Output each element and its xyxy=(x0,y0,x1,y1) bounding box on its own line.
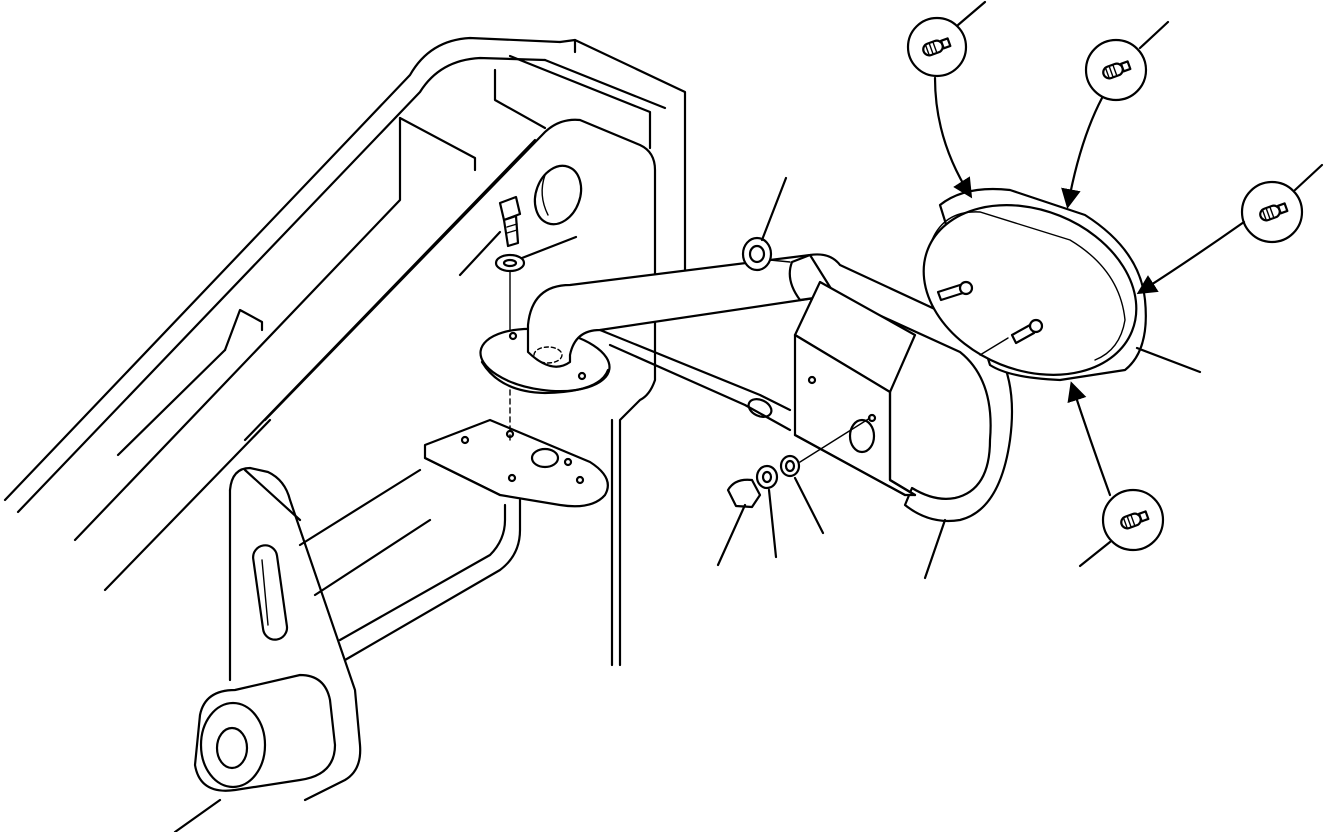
lamp-screw xyxy=(936,280,974,302)
bolt xyxy=(498,195,522,248)
frame-arm xyxy=(3,36,687,832)
leader-lines xyxy=(458,176,1202,580)
washer xyxy=(494,253,526,273)
grommet xyxy=(741,236,773,272)
nut xyxy=(726,478,762,509)
bulb-callout xyxy=(906,0,987,78)
bulb-callout xyxy=(1078,488,1165,568)
tube-bracket xyxy=(479,253,1014,523)
mounting-plate xyxy=(423,418,609,508)
bulb-callout xyxy=(1084,20,1170,102)
callout-arrows xyxy=(933,76,1246,497)
bulb-callout xyxy=(1240,163,1324,244)
lock-washer xyxy=(755,464,779,490)
assembly-center-lines xyxy=(509,259,1009,463)
lamp-housing xyxy=(922,187,1147,382)
flat-washer xyxy=(779,454,801,478)
lamp-screw xyxy=(1010,318,1044,345)
